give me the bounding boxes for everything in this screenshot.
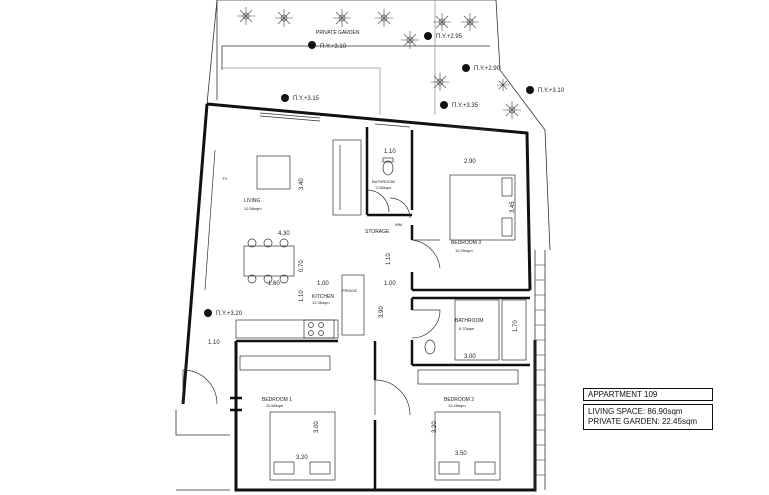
room-bedroom2-area: 12.45sqm xyxy=(448,403,466,408)
room-fridge: FRIDGE xyxy=(342,288,357,293)
apartment-areas: LIVING SPACE: 86.90sqm PRIVATE GARDEN: 2… xyxy=(583,404,713,430)
dim-100-kitchen: 1.00 xyxy=(317,281,329,287)
garden-area xyxy=(206,0,551,251)
level-garden-1: Π.Υ.+3.10 xyxy=(320,44,347,50)
room-bedroom1-name: BEDROOM 1 xyxy=(262,397,292,403)
level-top: Π.Υ.+3.15 xyxy=(293,96,320,102)
living-space-text: LIVING SPACE: 86.90sqm xyxy=(588,407,683,416)
room-bathroom-top-area: 2.56sqm xyxy=(376,185,392,190)
dim-340: 3.40 xyxy=(299,178,305,190)
apartment-info-box: APPARTMENT 109 LIVING SPACE: 86.90sqm PR… xyxy=(583,388,713,430)
level-garden-3: Π.Υ.+2.90 xyxy=(474,66,501,72)
apartment-title: APPARTMENT 109 xyxy=(583,388,713,401)
level-garden-4: Π.Υ.+3.10 xyxy=(538,88,565,94)
room-kitchen-area: 12.36sqm xyxy=(312,300,330,305)
dim-300-bed1: 3.00 xyxy=(314,421,320,433)
dim-320-bed2: 3.20 xyxy=(432,421,438,433)
room-tv: TV xyxy=(222,176,227,181)
level-garden-5: Π.Υ.+3.35 xyxy=(452,103,479,109)
room-living-area: 12.56sqm xyxy=(244,206,262,211)
room-wm: WM xyxy=(395,222,402,227)
room-bedroom1-area: 11.68sqm xyxy=(266,403,284,408)
dim-300-bath: 3.00 xyxy=(464,354,476,360)
kitchen-counters xyxy=(235,274,365,371)
room-bathroom-top-name: BATHROOM xyxy=(372,179,395,184)
living-furniture xyxy=(243,139,362,284)
dim-390: 3.90 xyxy=(379,306,385,318)
garden-plants xyxy=(237,7,521,119)
room-bedroom2-name: BEDROOM 2 xyxy=(444,397,474,403)
room-bedroom3-area: 12.29sqm xyxy=(455,248,473,253)
dim-110-kitchen: 1.10 xyxy=(299,290,305,302)
dim-110-storage: 1.10 xyxy=(386,253,392,265)
level-left: Π.Υ.+3.20 xyxy=(216,311,243,317)
room-bedroom3-name: BEDROOM 3 xyxy=(451,240,481,246)
dim-430: 4.30 xyxy=(278,231,290,237)
dim-345: 3.45 xyxy=(510,201,516,213)
room-bathroom2-name: BATHROOM xyxy=(455,318,484,324)
beds xyxy=(269,174,519,481)
dim-170: 1.70 xyxy=(513,320,519,332)
room-bathroom2-area: 5.70sqm xyxy=(459,326,475,331)
dim-110-top: 1.10 xyxy=(384,149,396,155)
windows xyxy=(204,112,501,291)
dim-290: 2.90 xyxy=(464,159,476,165)
dim-320-bed1: 3.20 xyxy=(296,455,308,461)
brick-wall-pattern xyxy=(535,264,545,476)
room-living-name: LIVING xyxy=(244,198,261,204)
room-kitchen-name: KITCHEN xyxy=(312,294,334,300)
dim-070: 0.70 xyxy=(299,260,305,272)
interior-walls xyxy=(230,127,530,490)
bathroom-fixtures xyxy=(382,157,527,361)
level-markers xyxy=(204,32,534,317)
garden-label: PRIVATE GARDEN xyxy=(316,30,360,36)
private-garden-text: PRIVATE GARDEN: 22.45sqm xyxy=(588,417,698,426)
room-storage: STORAGE xyxy=(365,229,390,235)
doors xyxy=(182,189,441,416)
dim-100-hall: 1.00 xyxy=(384,281,396,287)
dim-350: 3.50 xyxy=(455,451,467,457)
dim-110-left: 1.10 xyxy=(208,340,220,346)
level-garden-2: Π.Υ.+2.95 xyxy=(436,34,463,40)
dim-160: 1.60 xyxy=(268,281,280,287)
